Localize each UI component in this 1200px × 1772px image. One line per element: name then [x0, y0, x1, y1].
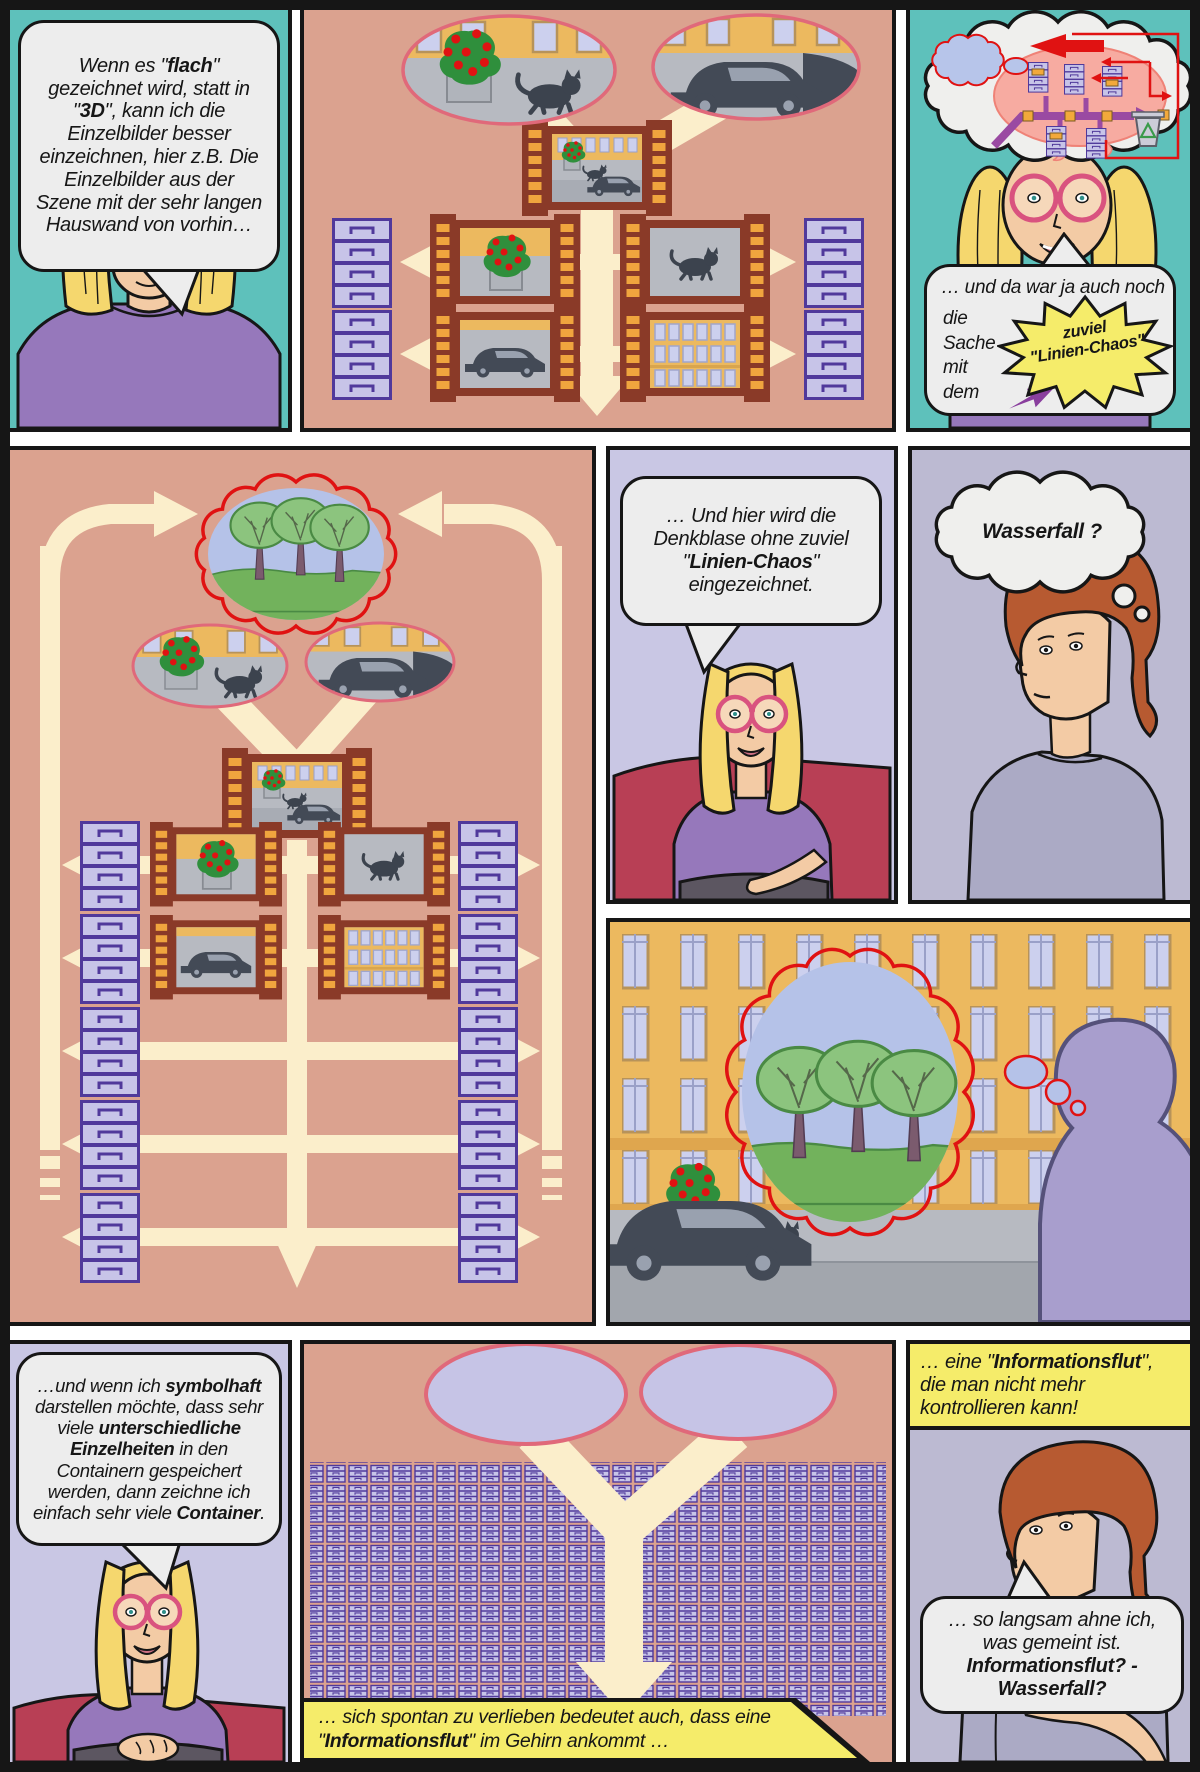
scene-decomposition-diagram	[332, 13, 864, 416]
speech-text: … und da war ja auch noch	[941, 277, 1165, 298]
filmstrip-building	[318, 915, 450, 1000]
filmstrip-full-scene	[522, 120, 672, 216]
caption-text: … sich spontan zu verlieben bedeutet auc…	[304, 1702, 857, 1758]
thought-cloud	[934, 470, 1146, 594]
panel-line-chaos: … und da war ja auch noch die Sache mit …	[906, 6, 1194, 432]
filmstrip-flowers	[150, 822, 282, 907]
caption-informationsflut: … eine "Informationsflut", die man nicht…	[910, 1344, 1190, 1430]
trees-thought-bubble	[725, 947, 975, 1237]
brain-diagram	[931, 32, 1180, 162]
purple-arrow-icon	[1009, 388, 1054, 409]
memory-flow-diagram	[40, 473, 562, 1288]
speech-bubble-h: …und wenn ich symbolhaft darstellen möch…	[16, 1352, 282, 1546]
caption-banner: … sich spontan zu verlieben bedeutet auc…	[304, 1698, 870, 1762]
empty-thought-oval	[424, 1344, 628, 1446]
man-auburn-figure	[934, 470, 1166, 900]
container-flood-diagram	[310, 1344, 886, 1716]
panel-street-scene	[606, 918, 1194, 1326]
filmstrip-building	[620, 306, 770, 402]
filmstrip-flowers	[430, 214, 580, 310]
woman-on-couch-figure	[612, 661, 892, 900]
thought-text: Wasserfall ?	[982, 520, 1102, 543]
panel-many-containers-speech: …und wenn ich symbolhaft darstellen möch…	[6, 1340, 292, 1766]
empty-thought-oval	[639, 1344, 837, 1441]
speech-tail	[136, 264, 203, 317]
linien-chaos-starburst: zuviel"Linien-Chaos"	[995, 293, 1175, 413]
speech-tail	[683, 622, 743, 676]
mini-thought-cloud	[931, 33, 1005, 87]
panel-flat-scene-diagram	[300, 6, 896, 432]
speech-text: … so langsam ahne ich, was gemeint ist. …	[948, 1609, 1156, 1700]
filmstrip-car	[430, 306, 580, 402]
speech-text: …und wenn ich symbolhaft darstellen möch…	[33, 1375, 265, 1523]
person-silhouette	[1038, 1017, 1190, 1322]
speech-bubble-a: Wenn es "flach" gezeichnet wird, statt i…	[18, 20, 280, 272]
trees-thought-bubble	[194, 473, 398, 635]
speech-text: … Und hier wird die Denkblase ohne zuvie…	[653, 505, 849, 596]
trash-can-icon	[1131, 111, 1165, 147]
speech-text: Wenn es "flach" gezeichnet wird, statt i…	[36, 54, 262, 237]
filmstrip-cat	[620, 214, 770, 310]
filmstrip-cat	[318, 822, 450, 907]
speech-text-rest: die Sache mit dem	[943, 308, 996, 404]
panel-informationsflut-reaction: … eine "Informationsflut", die man nicht…	[906, 1340, 1194, 1766]
speech-tail	[116, 1540, 183, 1591]
panel-information-flood-diagram: … sich spontan zu verlieben bedeutet auc…	[300, 1340, 896, 1766]
panel-wasserfall-question: Wasserfall ?	[908, 446, 1194, 904]
panel-intro-flat-drawing: Wenn es "flach" gezeichnet wird, statt i…	[6, 6, 292, 432]
panel-flat-diagram-with-trees	[6, 446, 596, 1326]
street-scene-illustration	[610, 922, 1190, 1322]
speech-bubble-e: … Und hier wird die Denkblase ohne zuvie…	[620, 476, 882, 626]
panel-denkblase-explained: … Und hier wird die Denkblase ohne zuvie…	[606, 446, 898, 904]
filmstrip-car	[150, 915, 282, 1000]
speech-bubble-c: … und da war ja auch noch die Sache mit …	[924, 264, 1176, 416]
chaos-lines	[1072, 32, 1180, 160]
speech-bubble-j: … so langsam ahne ich, was gemeint ist. …	[920, 1596, 1184, 1714]
